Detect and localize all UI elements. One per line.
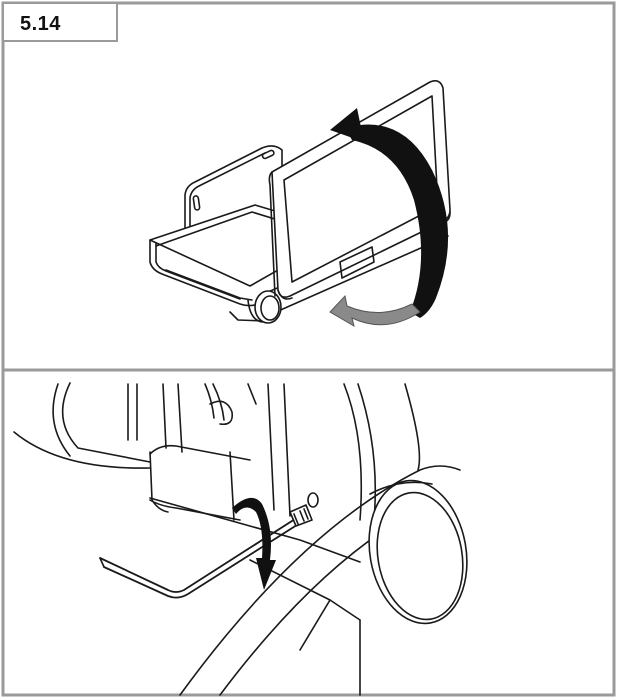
bottom-panel (13, 382, 468, 696)
back-bracket (184, 145, 283, 237)
upper-housing (52, 382, 421, 521)
cylinder-tube (13, 431, 361, 563)
roller-wheel (179, 465, 468, 696)
hex-key-tool (99, 492, 319, 599)
monitor-display (268, 80, 451, 300)
rotate-up-arrow (330, 108, 449, 318)
base-block (249, 559, 361, 696)
turn-direction-arrow (232, 497, 276, 590)
step-number: 5.14 (20, 13, 61, 35)
top-panel (149, 80, 451, 324)
step-label-box: 5.14 (4, 4, 118, 42)
swing-gray-arrow (329, 294, 421, 328)
